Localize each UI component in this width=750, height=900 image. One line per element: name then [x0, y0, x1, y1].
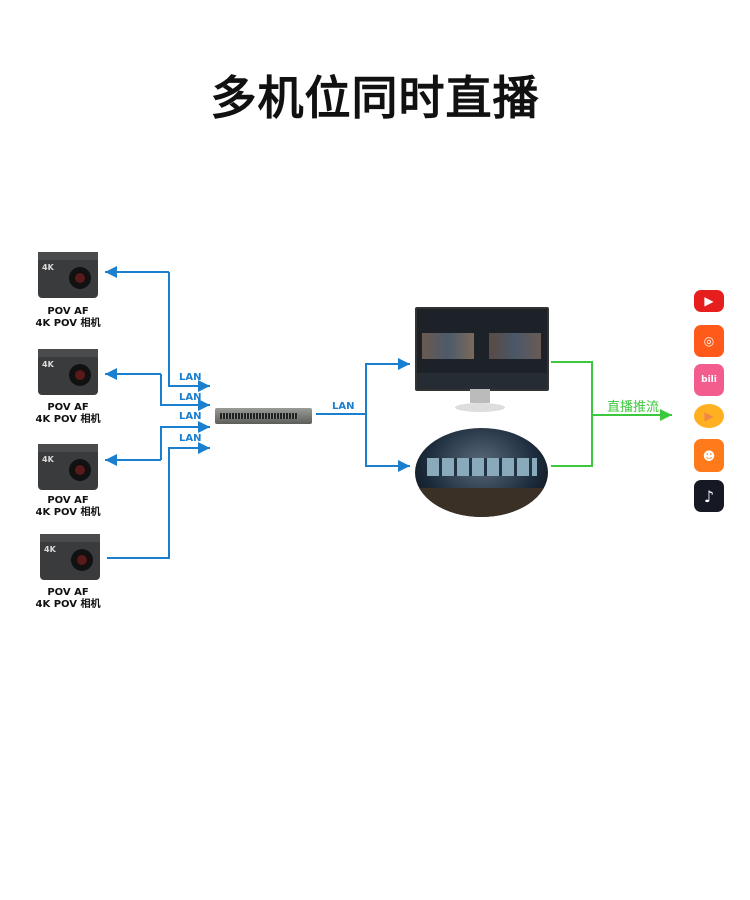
stream-line-top	[551, 361, 593, 467]
bilibili-icon: bili	[694, 364, 724, 396]
svg-text:4K: 4K	[42, 455, 55, 464]
lan-line-monitor	[365, 358, 410, 414]
stream-label: 直播推流	[607, 400, 660, 415]
lan-label: LAN	[179, 411, 202, 422]
youtube-icon: ▶	[694, 290, 724, 312]
lan-line-cam4	[107, 442, 210, 559]
lan-label: LAN	[179, 392, 202, 403]
camera-3: 4K	[36, 440, 100, 492]
douyu-icon: ☻	[694, 439, 724, 472]
page-title: 多机位同时直播	[210, 71, 540, 125]
svg-text:4K: 4K	[44, 545, 57, 554]
lan-label: LAN	[332, 401, 355, 412]
camera-1: 4K	[36, 248, 100, 300]
tiktok-icon: ♪	[694, 480, 724, 512]
camera-2: 4K	[36, 345, 100, 397]
kuaishou-icon: ◎	[694, 325, 724, 357]
svg-text:4K: 4K	[42, 263, 55, 272]
camera-4: 4K	[38, 530, 102, 582]
lan-line-cam1-switch	[168, 272, 210, 392]
lan-label: LAN	[179, 433, 202, 444]
svg-text:4K: 4K	[42, 360, 55, 369]
lan-line-room	[365, 414, 410, 472]
huya-icon: ▶	[694, 404, 724, 428]
lan-line-cam2-switch	[160, 374, 210, 411]
lan-line-cam3-switch	[160, 421, 210, 460]
lan-label: LAN	[179, 372, 202, 383]
monitor-stand	[455, 403, 505, 412]
network-switch	[215, 408, 312, 424]
monitor-neck	[470, 389, 490, 403]
control-room-image	[415, 428, 548, 517]
monitor-screen	[415, 307, 549, 391]
